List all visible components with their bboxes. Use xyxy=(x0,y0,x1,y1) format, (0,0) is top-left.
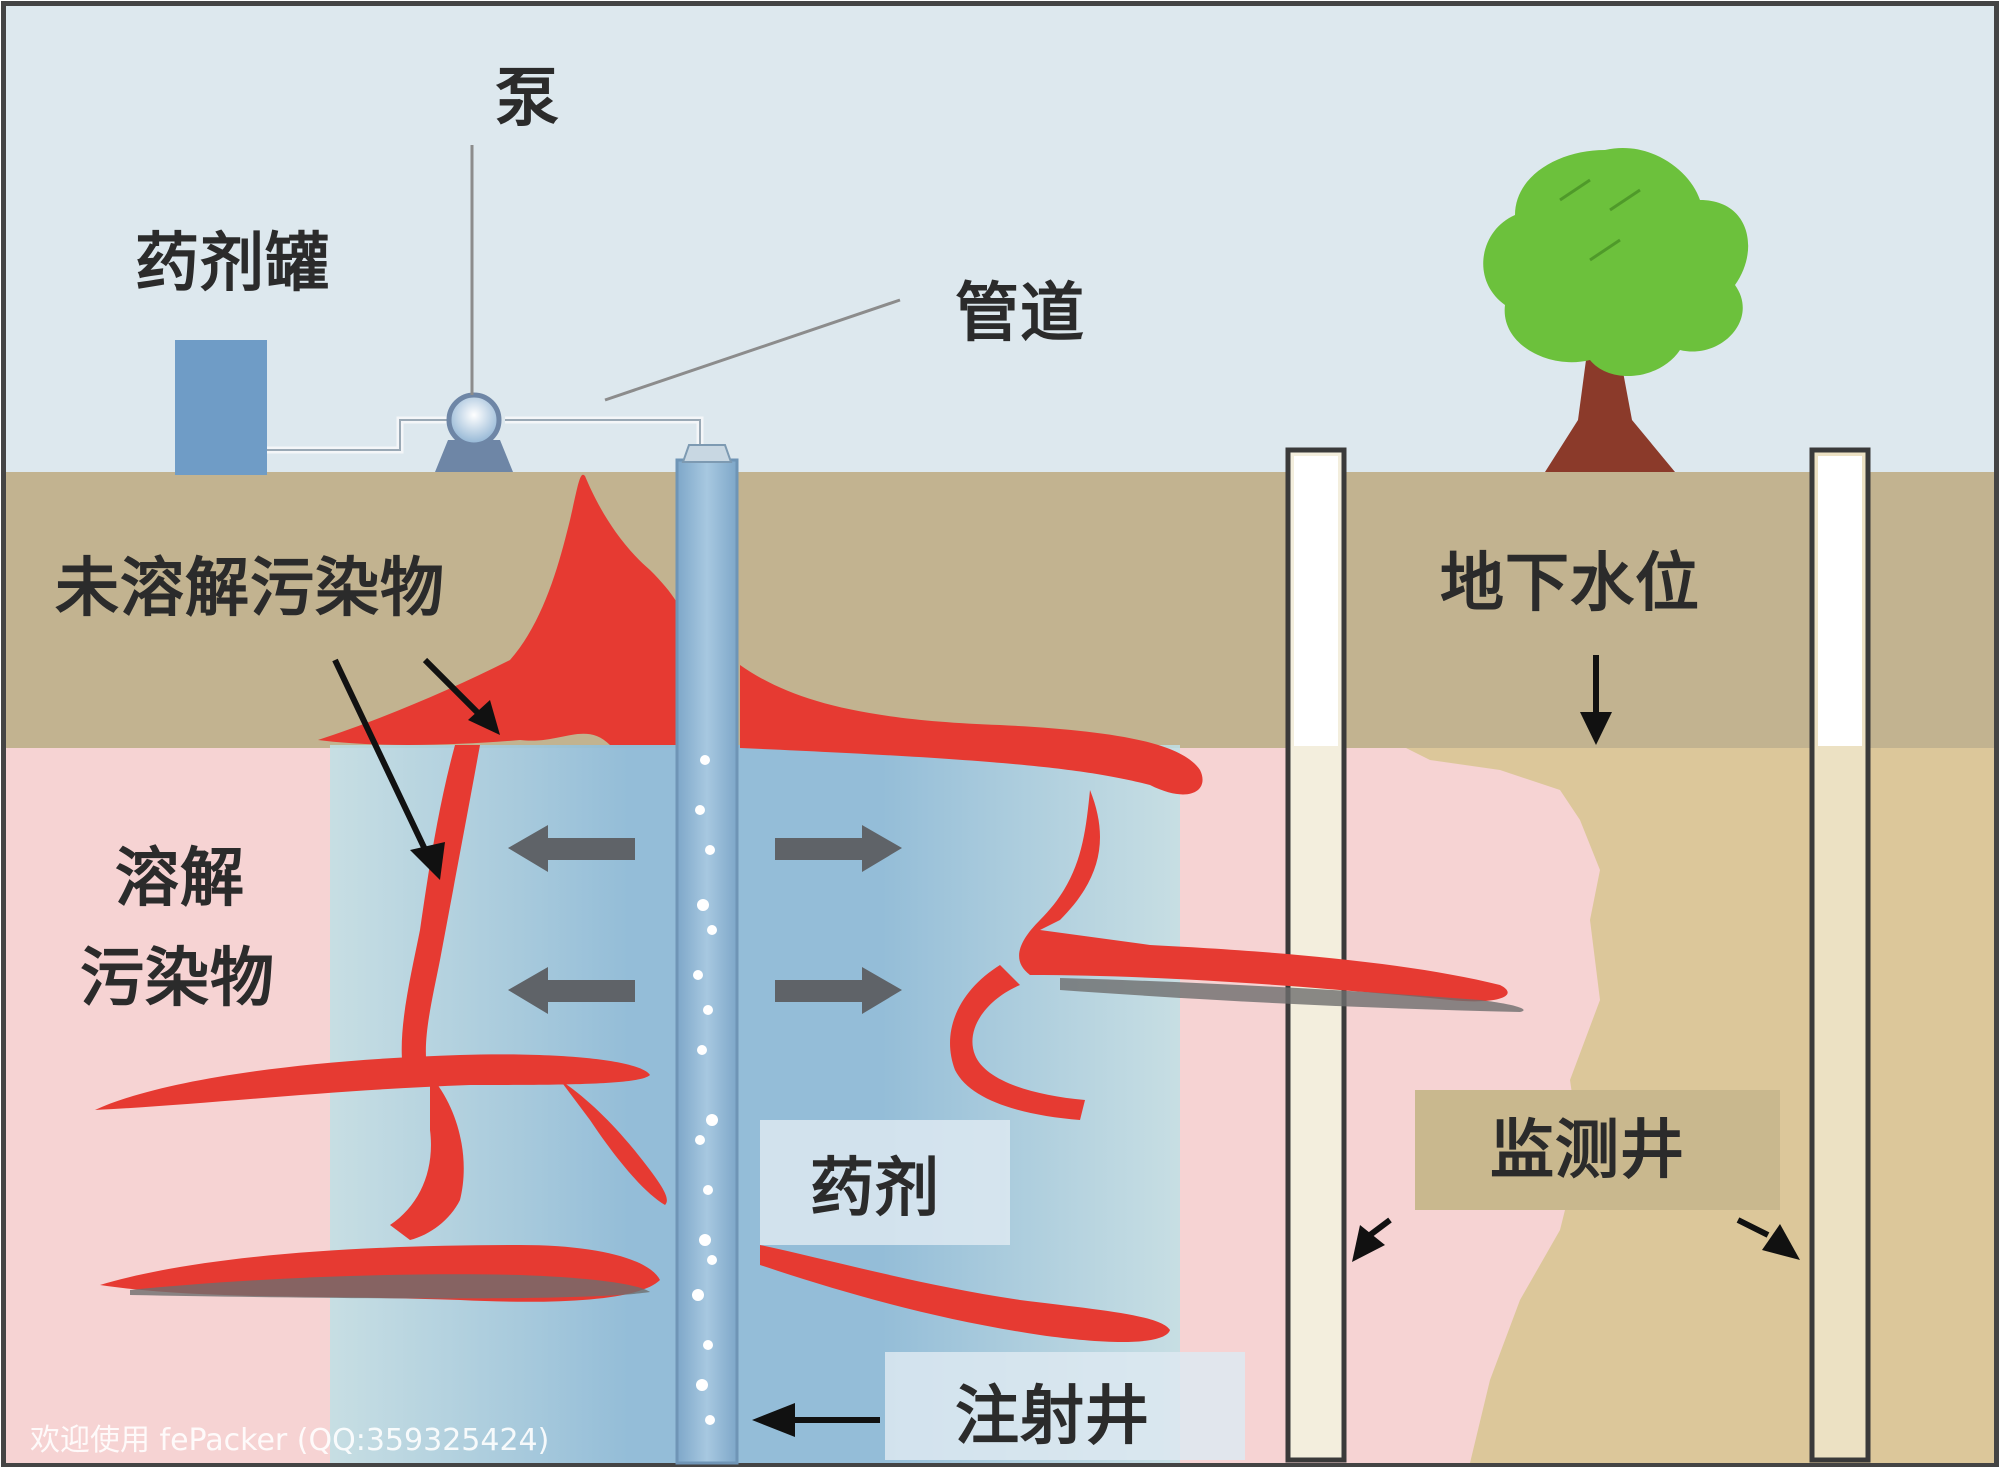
label-monitoring-well: 监测井 xyxy=(1490,1114,1685,1188)
watermark: 欢迎使用 fePacker (QQ:359325424) xyxy=(30,1423,549,1458)
reagent-tank xyxy=(175,340,267,475)
label-tank: 药剂罐 xyxy=(135,227,330,301)
label-injection-well: 注射井 xyxy=(955,1380,1150,1454)
monitoring-well-right xyxy=(1812,450,1868,1460)
label-water-table: 地下水位 xyxy=(1440,547,1700,621)
label-dissolved-2: 污染物 xyxy=(80,942,275,1016)
label-dissolved-1: 溶解 xyxy=(115,842,245,916)
injection-well xyxy=(677,445,737,1463)
label-undissolved: 未溶解污染物 xyxy=(55,552,445,626)
label-pipe: 管道 xyxy=(955,277,1085,351)
label-pump: 泵 xyxy=(495,62,560,136)
label-reagent: 药剂 xyxy=(810,1152,940,1226)
